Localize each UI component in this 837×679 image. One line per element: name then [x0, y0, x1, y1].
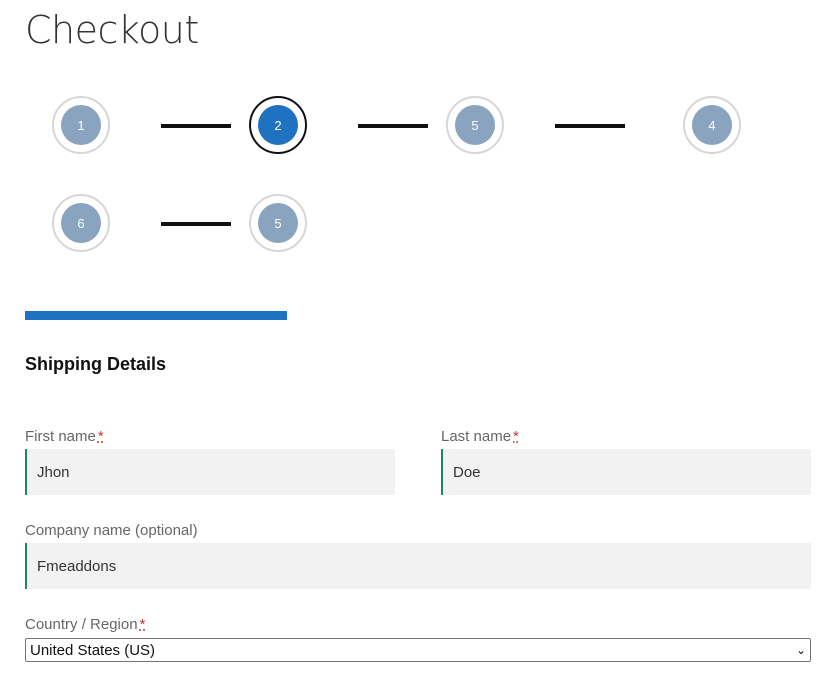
checkout-progress-bar	[25, 311, 287, 320]
step-3[interactable]: 5	[446, 96, 504, 154]
step-5[interactable]: 6	[52, 194, 110, 252]
step-1[interactable]: 1	[52, 96, 110, 154]
step-connector	[358, 124, 428, 128]
step-number: 5	[455, 105, 495, 145]
checkout-stepper: 1 2 5 4 6 5	[0, 0, 837, 300]
step-number: 4	[692, 105, 732, 145]
last-name-label-text: Last name	[441, 428, 512, 445]
step-connector	[555, 124, 625, 128]
country-selected-value: United States (US)	[30, 641, 156, 659]
last-name-label: Last name*	[441, 428, 519, 445]
company-name-label-text: Company name (optional)	[25, 522, 198, 539]
country-select[interactable]: United States (US) ⌄	[25, 638, 811, 662]
required-marker: *	[513, 428, 519, 445]
step-number: 1	[61, 105, 101, 145]
first-name-label: First name*	[25, 428, 104, 445]
chevron-down-icon: ⌄	[795, 643, 806, 657]
step-connector	[161, 222, 231, 226]
step-number: 6	[61, 203, 101, 243]
required-marker: *	[139, 616, 146, 633]
page-title: Checkout	[25, 8, 199, 52]
company-name-input[interactable]	[25, 543, 811, 589]
company-name-label: Company name (optional)	[25, 522, 198, 539]
section-title: Shipping Details	[25, 354, 167, 374]
step-2[interactable]: 2	[249, 96, 307, 154]
first-name-input[interactable]	[25, 449, 395, 495]
last-name-input[interactable]	[441, 449, 811, 495]
country-label: Country / Region*	[25, 616, 145, 633]
step-number: 2	[258, 105, 298, 145]
step-6[interactable]: 5	[249, 194, 307, 252]
step-number: 5	[258, 203, 298, 243]
country-label-text: Country / Region	[25, 616, 138, 633]
first-name-label-text: First name	[25, 428, 96, 445]
step-4[interactable]: 4	[683, 96, 741, 154]
required-marker: *	[97, 428, 104, 445]
step-connector	[161, 124, 231, 128]
